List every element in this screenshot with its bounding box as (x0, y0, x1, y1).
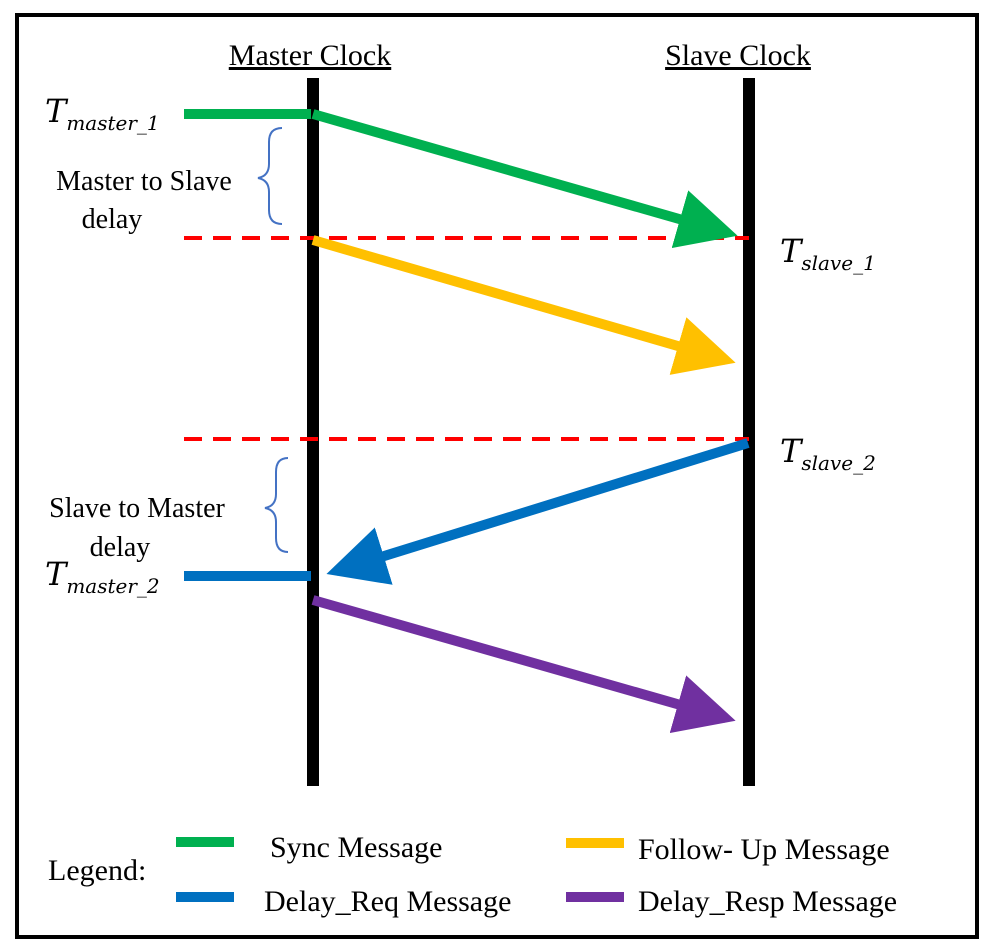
delay-req-message-arrow (326, 438, 750, 585)
legend: Legend: Sync Message Follow- Up Message … (48, 831, 897, 918)
t-slave-2-label: Tslave_2 (780, 432, 876, 475)
slave-to-master-brace (264, 457, 289, 553)
slave-clock-heading: Slave Clock (665, 39, 811, 72)
sync-message-arrow (311, 109, 738, 249)
slave-to-master-label-line1: Slave to Master (49, 493, 225, 524)
t-master-1-sub: master_1 (66, 111, 159, 135)
slave-to-master-label-line2: delay (90, 532, 151, 563)
t-master-1-label: Tmaster_1 (45, 92, 160, 135)
delay-resp-message-arrow (311, 595, 736, 734)
t-slave-1-label: Tslave_1 (780, 232, 876, 275)
master-to-slave-label-line1: Master to Slave (56, 166, 232, 197)
t-master-2-label: Tmaster_2 (45, 555, 160, 598)
t-master-1-base: T (45, 92, 69, 130)
t-master-2-base: T (45, 555, 69, 593)
t-slave-1-base: T (780, 232, 804, 270)
t-slave-1-sub: slave_1 (801, 251, 875, 275)
legend-label-delay-resp: Delay_Resp Message (638, 885, 897, 918)
t-master-2-sub: master_2 (66, 574, 159, 598)
legend-label-delay-req: Delay_Req Message (264, 885, 511, 918)
t-slave-2-sub: slave_2 (801, 451, 875, 475)
diagram-frame (15, 13, 979, 939)
follow-up-message-arrow (311, 235, 736, 375)
t-slave-2-base: T (780, 432, 804, 470)
master-to-slave-brace (257, 127, 283, 225)
legend-label-follow-up: Follow- Up Message (638, 833, 890, 866)
legend-label-sync: Sync Message (270, 831, 442, 864)
master-to-slave-label-line2: delay (82, 204, 143, 235)
legend-title: Legend: (48, 854, 146, 887)
master-clock-heading: Master Clock (229, 39, 391, 72)
